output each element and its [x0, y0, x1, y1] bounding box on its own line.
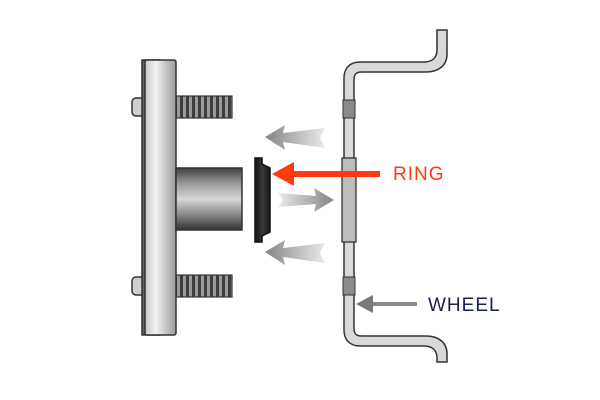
removal-arrow-upper	[265, 125, 325, 150]
ring-pointer-arrow	[272, 162, 380, 186]
ring-label: RING	[393, 164, 445, 185]
wheel-pointer-arrow	[356, 295, 417, 313]
hub-flange	[141, 59, 177, 336]
hub-centric-ring	[254, 157, 271, 243]
hub-pilot	[175, 167, 243, 231]
wheel-label: WHEEL	[428, 295, 501, 316]
wheel-profile	[341, 29, 448, 363]
install-arrow-middle	[278, 188, 334, 212]
removal-arrow-lower	[265, 240, 325, 265]
wheel-stud-lower	[131, 274, 233, 298]
